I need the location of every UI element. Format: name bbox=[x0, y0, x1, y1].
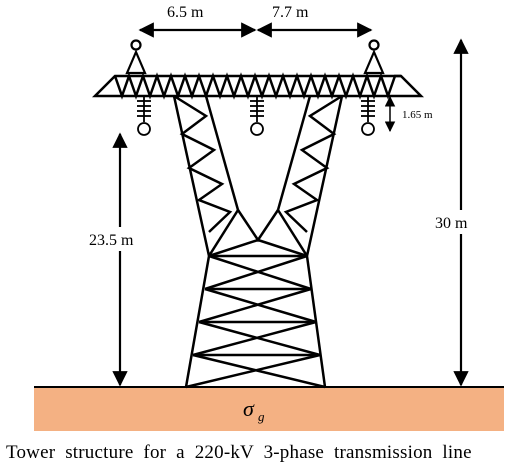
tower-height-label: 30 m bbox=[435, 215, 468, 232]
figure-caption: Tower structure for a 220-kV 3-phase tra… bbox=[6, 442, 472, 463]
phase-conductor-right bbox=[361, 122, 375, 136]
right-span-label: 7.7 m bbox=[272, 4, 309, 21]
insulator-length-label: 1.65 m bbox=[402, 109, 433, 121]
insulator-string-right bbox=[361, 96, 375, 136]
left-span-label: 6.5 m bbox=[167, 4, 204, 21]
conductor-height-label: 23.5 m bbox=[89, 232, 134, 249]
shield-wire-support-left bbox=[125, 39, 147, 75]
ground-conductivity-symbol: σ bbox=[243, 396, 255, 421]
ground-conductivity-subscript: g bbox=[258, 409, 265, 424]
insulator-string-left bbox=[137, 96, 151, 136]
shield-wire-support-right bbox=[363, 39, 385, 75]
phase-conductor-middle bbox=[250, 122, 264, 136]
ground-soil bbox=[34, 387, 504, 431]
phase-conductor-left bbox=[137, 122, 151, 136]
tower-body bbox=[172, 94, 344, 389]
cross-arm bbox=[91, 72, 425, 100]
insulator-string-middle bbox=[250, 96, 264, 136]
